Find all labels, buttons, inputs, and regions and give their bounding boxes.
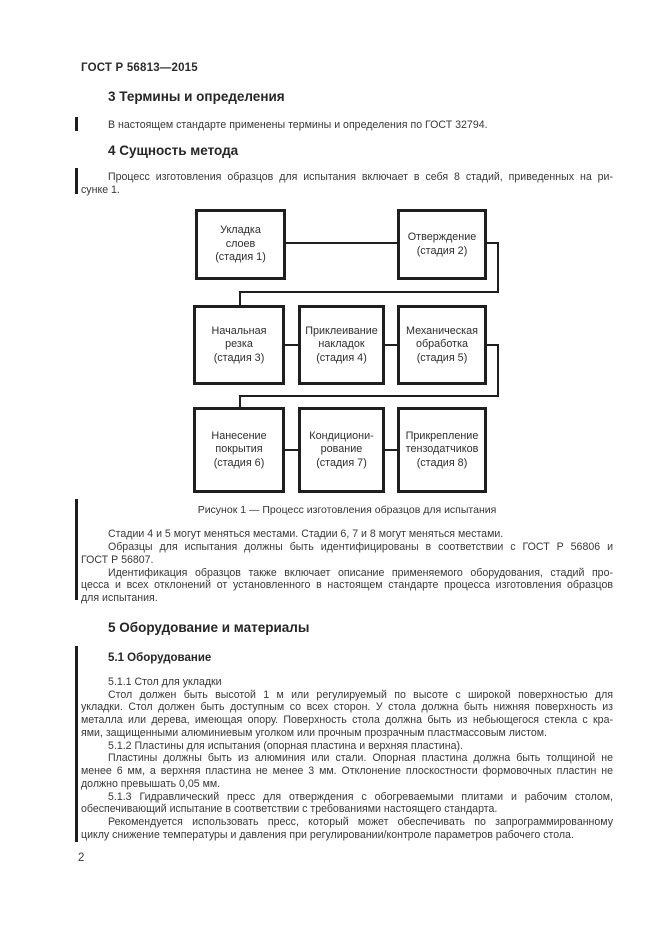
figure-stage-box: Прикрепление тензодатчиков (стадия 8) xyxy=(397,407,487,493)
change-bar xyxy=(75,499,78,600)
figure-stage-box: Укладка слоев (стадия 1) xyxy=(195,209,286,280)
connector-line xyxy=(239,291,499,293)
change-bar xyxy=(75,168,78,194)
connector-line xyxy=(286,242,397,244)
text-line: 5.1.3 Гидравлический пресс для отвержден… xyxy=(108,790,613,803)
connector-line xyxy=(285,344,298,346)
figure-caption: Рисунок 1 — Процесс изготовления образцо… xyxy=(197,504,497,516)
figure-stage-box: Кондициони- рование (стадия 7) xyxy=(298,407,385,493)
text-line: для испытания. xyxy=(81,592,158,604)
text-line: Идентификация образцов также включает оп… xyxy=(108,566,613,579)
text-line: цесса и всех отклонений от установленног… xyxy=(81,579,613,592)
connector-line xyxy=(497,242,499,292)
text-line: 5.1.1 Стол для укладки xyxy=(108,675,222,688)
text-line: металла или дерева, имеющая опору. Повер… xyxy=(81,714,613,726)
section-3-heading: 3 Термины и определения xyxy=(108,89,285,104)
connector-line xyxy=(239,395,241,407)
text-line: Образцы для испытания должны быть иденти… xyxy=(108,541,613,553)
figure-1-flowchart: Укладка слоев (стадия 1) Отверждение (ста… xyxy=(81,205,613,525)
text-column: 3 Термины и определения В настоящем стан… xyxy=(81,90,613,842)
text-line: циклу снижение температуры и давления пр… xyxy=(81,828,574,841)
figure-stage-box: Приклеивание накладок (стадия 4) xyxy=(298,305,385,385)
section-4-heading: 4 Сущность метода xyxy=(108,142,239,158)
connector-line xyxy=(385,449,397,451)
change-bar xyxy=(75,117,78,131)
figure-stage-box: Начальная резка (стадия 3) xyxy=(193,305,285,385)
text-line: обеспечивающий испытание в соответствии … xyxy=(81,803,498,816)
page-number: 2 xyxy=(78,852,85,864)
text-line: Пластины должны быть из алюминия или ста… xyxy=(108,752,613,765)
figure-stage-box: Нанесение покрытия (стадия 6) xyxy=(193,407,285,493)
section-4-paragraph: Процесс изготовления образцов для испыта… xyxy=(81,171,613,197)
connector-line xyxy=(487,242,498,244)
figure-stage-box: Отверждение (стадия 2) xyxy=(397,209,487,280)
text-line: Стадии 4 и 5 могут меняться местами. Ста… xyxy=(108,528,504,541)
doc-number: ГОСТ Р 56813—2015 xyxy=(81,62,198,74)
after-figure-paragraphs: Стадии 4 и 5 могут меняться местами. Ста… xyxy=(81,528,613,605)
change-bar xyxy=(75,646,78,842)
connector-line xyxy=(385,344,397,346)
figure-stage-box: Механическая обработка (стадия 5) xyxy=(397,305,487,385)
text-line: ГОСТ Р 56807. xyxy=(81,553,154,566)
connector-line xyxy=(239,395,499,397)
text-line: менее 6 мм, а верхняя пластина не менее … xyxy=(81,765,613,777)
section-3-paragraph: В настоящем стандарте применены термины … xyxy=(81,119,613,132)
connector-line xyxy=(285,449,298,451)
text-line: В настоящем стандарте применены термины … xyxy=(108,119,488,131)
text-line: сунке 1. xyxy=(81,183,120,196)
section-5-1-heading: 5.1 Оборудование xyxy=(108,651,212,664)
text-line: 5.1.2 Пластины для испытания (опорная пл… xyxy=(108,739,463,752)
text-line: укладки. Стол должен быть доступным со в… xyxy=(81,701,613,714)
connector-line xyxy=(239,291,241,305)
text-line: Процесс изготовления образцов для испыта… xyxy=(108,170,613,183)
text-line: Стол должен быть высотой 1 м или регулир… xyxy=(108,688,613,701)
text-line: должно превышать 0,05 мм. xyxy=(81,777,221,790)
section-5-heading: 5 Оборудование и материалы xyxy=(108,619,310,635)
connector-line xyxy=(487,344,498,346)
connector-line xyxy=(497,344,499,397)
text-line: ями, защищенными алюминиевым уголком или… xyxy=(81,726,547,739)
text-line: Рекомендуется использовать пресс, которы… xyxy=(108,816,613,828)
